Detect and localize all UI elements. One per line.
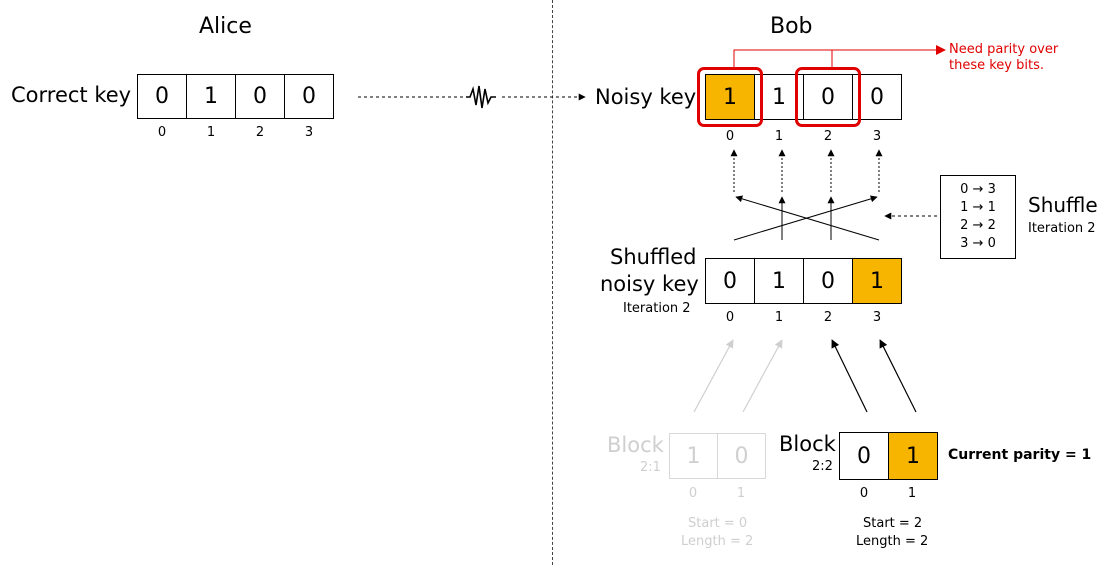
noisy-key-index: 3: [872, 129, 882, 144]
block-2-2-sub: 2:2: [812, 459, 833, 474]
noisy-key-bit: 0: [803, 74, 853, 120]
shuffled-key-bit: 1: [754, 258, 804, 304]
bob-title: Bob: [770, 14, 813, 39]
mapping-entry: 1 → 1: [960, 200, 996, 215]
noisy-channel-arrow: [358, 85, 586, 109]
block-2-1-label: Block: [607, 433, 664, 457]
correct-key-bit: 0: [235, 74, 285, 119]
block-2-1-index: 0: [688, 486, 698, 501]
shuffle-title: Shuffle: [1028, 193, 1098, 217]
block-2-2-arrows: [831, 339, 917, 413]
shuffled-key-bit: 1: [852, 258, 902, 304]
parity-highlight-box: [697, 67, 763, 127]
shuffled-key-index: 0: [725, 310, 735, 325]
shuffled-key-index: 3: [872, 310, 882, 325]
mapping-entry: 0 → 3: [960, 182, 996, 197]
noisy-key-bit: 1: [705, 74, 755, 120]
correct-key-index: 3: [304, 125, 314, 140]
correct-key-label: Correct key: [11, 83, 132, 107]
shuffle-dashed-arrows: [730, 149, 883, 192]
correct-key-index: 1: [206, 125, 216, 140]
correct-key-bit: 0: [284, 74, 334, 119]
block-2-2-index: 0: [859, 486, 869, 501]
correct-key-bit: 0: [137, 74, 187, 119]
block-2-2-length: Length = 2: [856, 534, 929, 549]
shuffled-subtitle: Iteration 2: [623, 301, 691, 316]
block-2-1-sub: 2:1: [640, 460, 661, 475]
shuffled-label-line1: Shuffled: [610, 245, 697, 269]
block-2-2-bit: 1: [888, 432, 938, 480]
alice-title: Alice: [199, 14, 252, 39]
correct-key-index: 2: [255, 125, 265, 140]
noisy-key-index: 1: [774, 129, 784, 144]
noisy-key-label: Noisy key: [595, 85, 697, 109]
current-parity: Current parity = 1: [948, 447, 1092, 463]
block-2-1-bit: 0: [717, 433, 766, 479]
shuffled-key-bit: 0: [803, 258, 853, 304]
block-2-1-arrows: [693, 339, 783, 413]
block-2-2-bit: 0: [839, 432, 889, 480]
parity-note: Need parity over these key bits.: [949, 42, 1058, 74]
block-2-1-index: 1: [736, 486, 746, 501]
block-2-2-index: 1: [907, 486, 917, 501]
noisy-key-index: 2: [823, 129, 833, 144]
block-2-1-length: Length = 2: [681, 534, 754, 549]
shuffle-subtitle: Iteration 2: [1028, 221, 1096, 236]
shuffled-key-bit: 0: [705, 258, 755, 304]
parity-highlight-box: [795, 67, 861, 127]
block-2-1-start: Start = 0: [688, 516, 748, 531]
block-2-2-label: Block: [779, 432, 836, 456]
shuffled-label-line2: noisy key: [600, 272, 699, 296]
parity-note-line: Need parity over: [949, 42, 1059, 57]
parity-note-line: these key bits.: [949, 58, 1044, 73]
shuffle-lines: [733, 195, 880, 241]
block-2-2-start: Start = 2: [863, 516, 923, 531]
correct-key-bit: 1: [186, 74, 236, 119]
shuffled-key-index: 1: [774, 310, 784, 325]
alice-bob-divider: [552, 0, 553, 565]
mapping-entry: 2 → 2: [960, 218, 996, 233]
mapping-entry: 3 → 0: [960, 236, 996, 251]
block-2-1-bit: 1: [669, 433, 718, 479]
noisy-key-index: 0: [725, 129, 735, 144]
shuffled-key-index: 2: [823, 310, 833, 325]
parity-note-connector: [733, 45, 946, 67]
shuffle-mapping-box: 0 → 3 1 → 1 2 → 2 3 → 0: [940, 175, 1016, 259]
correct-key-index: 0: [157, 125, 167, 140]
